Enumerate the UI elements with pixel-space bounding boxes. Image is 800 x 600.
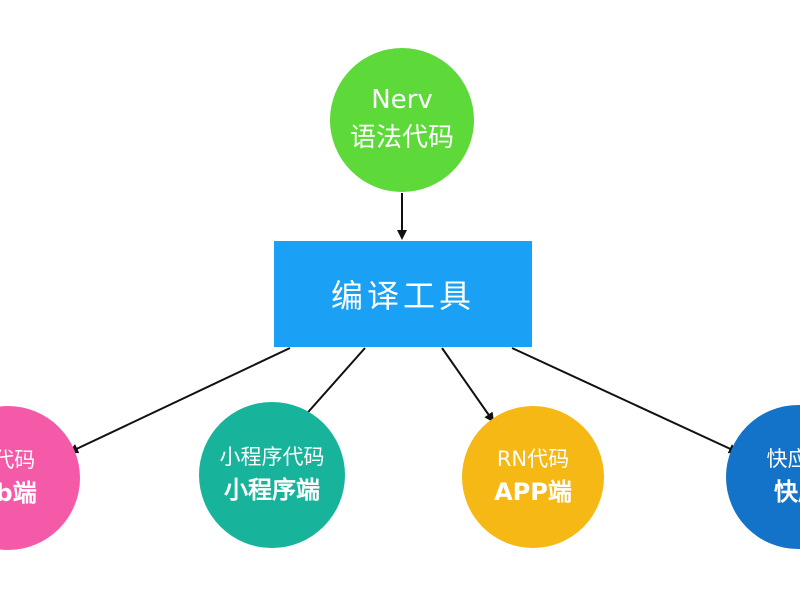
miniapp-target-node: 小程序代码 小程序端 xyxy=(199,402,345,548)
arrow-compiler-to-quickapp xyxy=(511,347,739,454)
app-target-code-label: RN代码 xyxy=(496,447,570,471)
app-target-platform-label: APP端 xyxy=(494,478,572,506)
quickapp-target-code-label: 快应月 xyxy=(766,447,800,471)
quickapp-target-platform-label: 快应 xyxy=(774,478,800,506)
miniapp-target-code-label: 小程序代码 xyxy=(219,445,325,469)
miniapp-target-platform-label: 小程序端 xyxy=(224,476,320,504)
arrow-compiler-to-app xyxy=(441,347,495,423)
compiler-tool-box: 编译工具 xyxy=(274,241,532,347)
arrow-compiler-to-web xyxy=(68,347,291,454)
nerv-source-subtitle: 语法代码 xyxy=(349,123,454,153)
web-target-code-label: v代码 xyxy=(0,448,36,472)
arrow-compiler-to-miniapp xyxy=(300,347,366,421)
nerv-source-title: Nerv xyxy=(371,85,433,115)
web-target-platform-label: eb端 xyxy=(0,479,37,507)
nerv-source-node: Nerv 语法代码 xyxy=(330,48,474,192)
app-target-node: RN代码 APP端 xyxy=(462,406,604,548)
compiler-tool-label: 编译工具 xyxy=(330,277,475,315)
web-target-node: v代码 eb端 xyxy=(0,406,80,550)
